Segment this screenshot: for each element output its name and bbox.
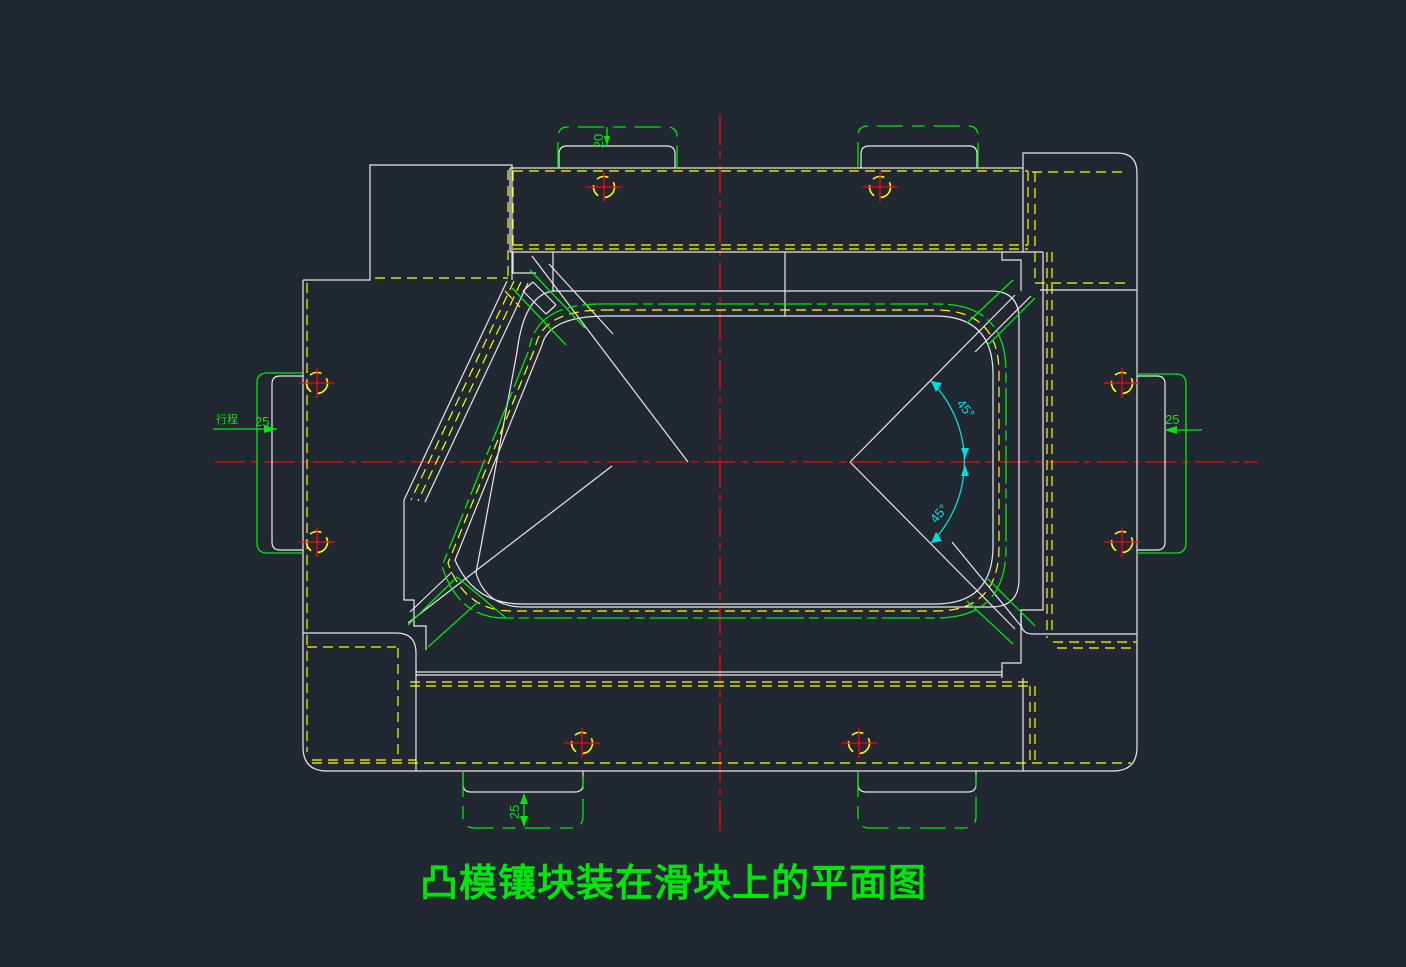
stroke-caption: 行程	[216, 413, 238, 426]
hole-marker	[564, 728, 600, 758]
slide-tabs	[257, 126, 1186, 828]
hole-marker	[299, 527, 335, 557]
hole-markers	[299, 172, 1140, 758]
insert-contour	[408, 270, 1035, 647]
angle-upper-label: 45°	[954, 396, 978, 421]
hole-marker	[841, 728, 877, 758]
drawing-title: 凸模镶块装在滑块上的平面图	[420, 863, 928, 905]
hole-marker	[1104, 527, 1140, 557]
hole-marker	[586, 172, 622, 202]
hole-marker	[862, 172, 898, 202]
hidden-lines	[307, 170, 1137, 763]
dim-top-tab: 20	[591, 134, 606, 148]
dimensions: 20 行程 25 25 25	[213, 127, 1202, 827]
dim-right-travel: 25	[1165, 412, 1179, 427]
dim-bottom-tab: 25	[507, 805, 522, 819]
hole-marker	[299, 368, 335, 398]
insert-seam-lines	[408, 256, 1031, 629]
hole-marker	[1104, 368, 1140, 398]
dim-left-stroke: 25	[255, 414, 269, 429]
body-outline	[303, 153, 1137, 771]
centerlines	[215, 115, 1258, 832]
